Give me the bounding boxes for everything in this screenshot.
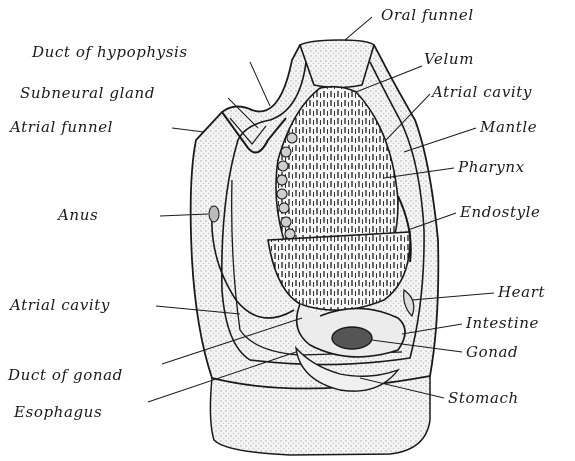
- label-velum: Velum: [424, 52, 474, 67]
- label-atrial-funnel: Atrial funnel: [10, 120, 113, 135]
- label-subneural-gland: Subneural gland: [20, 86, 155, 101]
- gonad-shape: [332, 327, 372, 349]
- label-mantle: Mantle: [480, 120, 537, 135]
- label-intestine: Intestine: [466, 316, 539, 331]
- label-esophagus: Esophagus: [14, 405, 102, 420]
- label-heart: Heart: [498, 285, 545, 300]
- label-atrial-cavity-top: Atrial cavity: [432, 85, 532, 100]
- anus-opening: [209, 206, 219, 222]
- label-anus: Anus: [58, 208, 98, 223]
- label-endostyle: Endostyle: [460, 205, 541, 220]
- label-duct-of-hypophysis: Duct of hypophysis: [32, 45, 188, 60]
- label-gonad: Gonad: [466, 345, 518, 360]
- label-oral-funnel: Oral funnel: [381, 8, 474, 23]
- label-pharynx: Pharynx: [458, 160, 525, 175]
- label-duct-of-gonad: Duct of gonad: [8, 368, 123, 383]
- label-stomach: Stomach: [448, 391, 519, 406]
- label-atrial-cavity-left: Atrial cavity: [10, 298, 110, 313]
